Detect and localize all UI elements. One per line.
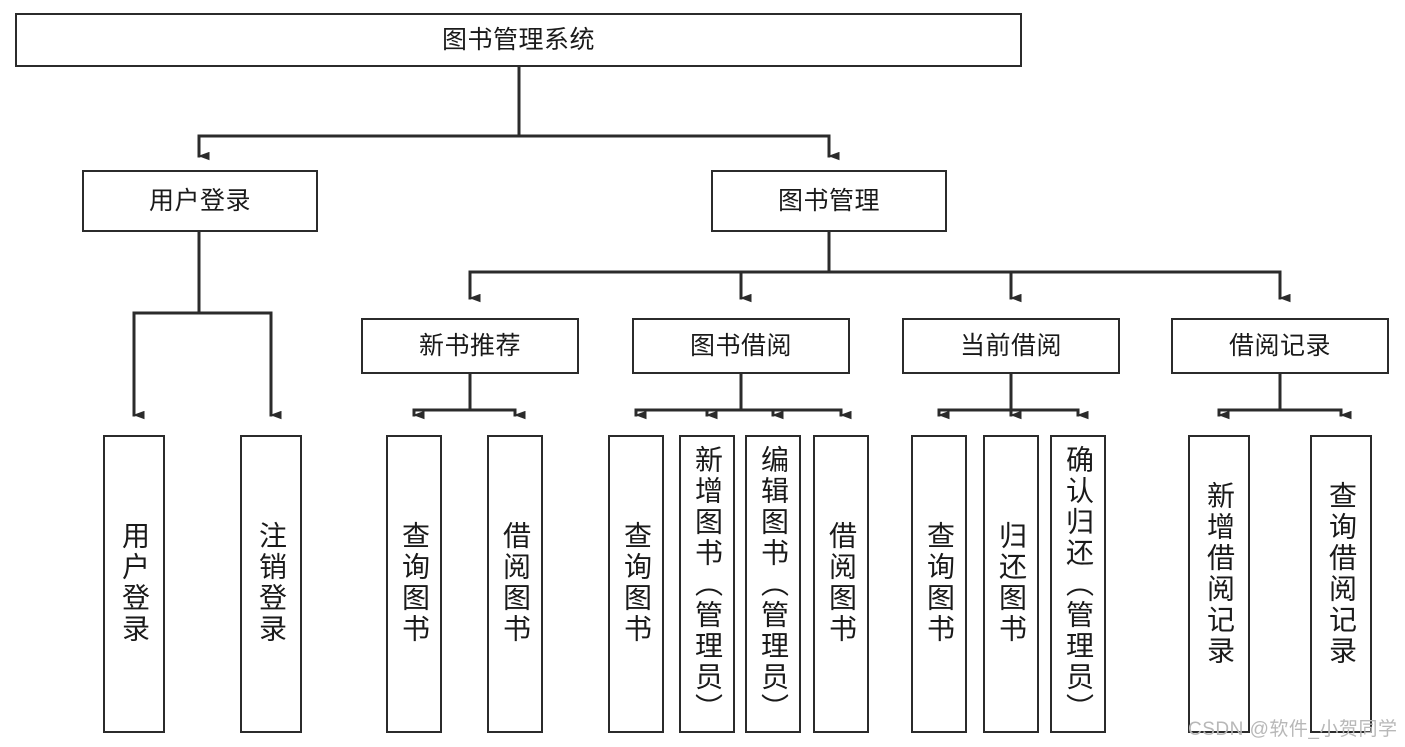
leaf-add-book-admin-label: 新增图书（管理员） (692, 445, 723, 724)
node-borrow-record-label: 借阅记录 (1228, 331, 1331, 360)
edges-current-borrow-to-leaves (937, 372, 1089, 420)
node-root-label: 图书管理系统 (441, 25, 595, 54)
leaf-confirm-return-admin[interactable]: 确认归还（管理员） (1050, 435, 1106, 733)
leaf-query-book-borrow-label: 查询图书 (621, 521, 652, 645)
node-new-book-recommend-label: 新书推荐 (418, 331, 521, 360)
edges-user-login-to-leaves (132, 230, 282, 420)
leaf-return-book-label: 归还图书 (996, 521, 1027, 645)
node-book-borrow[interactable]: 图书借阅 (632, 318, 850, 374)
leaf-edit-book-admin[interactable]: 编辑图书（管理员） (745, 435, 801, 733)
edges-root-to-level2 (197, 65, 840, 161)
node-user-login[interactable]: 用户登录 (82, 170, 318, 232)
leaf-borrow-book-rec-label: 借阅图书 (500, 521, 531, 645)
node-book-management-label: 图书管理 (777, 186, 880, 215)
watermark-text: CSDN @软件_小贺同学 (1188, 719, 1398, 740)
leaf-query-borrow-record-label: 查询借阅记录 (1326, 481, 1357, 667)
leaf-confirm-return-admin-label: 确认归还（管理员） (1063, 445, 1094, 724)
edges-borrow-record-to-leaves (1217, 372, 1352, 420)
node-user-login-label: 用户登录 (148, 186, 251, 215)
leaf-add-borrow-record-label: 新增借阅记录 (1204, 481, 1235, 667)
leaf-query-book-current-label: 查询图书 (924, 521, 955, 645)
node-borrow-record[interactable]: 借阅记录 (1171, 318, 1389, 374)
node-new-book-recommend[interactable]: 新书推荐 (361, 318, 579, 374)
leaf-borrow-book[interactable]: 借阅图书 (813, 435, 869, 733)
leaf-query-borrow-record[interactable]: 查询借阅记录 (1310, 435, 1372, 733)
leaf-query-book-borrow[interactable]: 查询图书 (608, 435, 664, 733)
edges-book-borrow-to-leaves (634, 372, 852, 420)
leaf-borrow-book-rec[interactable]: 借阅图书 (487, 435, 543, 733)
node-root[interactable]: 图书管理系统 (15, 13, 1022, 67)
leaf-query-book-rec-label: 查询图书 (399, 521, 430, 645)
leaf-user-login[interactable]: 用户登录 (103, 435, 165, 733)
edges-book-mgmt-to-level3 (468, 230, 1291, 303)
leaf-query-book-rec[interactable]: 查询图书 (386, 435, 442, 733)
node-current-borrow-label: 当前借阅 (959, 331, 1062, 360)
leaf-logout[interactable]: 注销登录 (240, 435, 302, 733)
leaf-edit-book-admin-label: 编辑图书（管理员） (758, 445, 789, 724)
leaf-query-book-current[interactable]: 查询图书 (911, 435, 967, 733)
leaf-return-book[interactable]: 归还图书 (983, 435, 1039, 733)
leaf-user-login-label: 用户登录 (119, 521, 150, 645)
node-book-management[interactable]: 图书管理 (711, 170, 947, 232)
leaf-add-book-admin[interactable]: 新增图书（管理员） (679, 435, 735, 733)
edges-new-book-rec-to-leaves (412, 372, 526, 420)
node-current-borrow[interactable]: 当前借阅 (902, 318, 1120, 374)
node-book-borrow-label: 图书借阅 (689, 331, 792, 360)
leaf-add-borrow-record[interactable]: 新增借阅记录 (1188, 435, 1250, 733)
leaf-borrow-book-label: 借阅图书 (826, 521, 857, 645)
leaf-logout-label: 注销登录 (256, 521, 287, 645)
